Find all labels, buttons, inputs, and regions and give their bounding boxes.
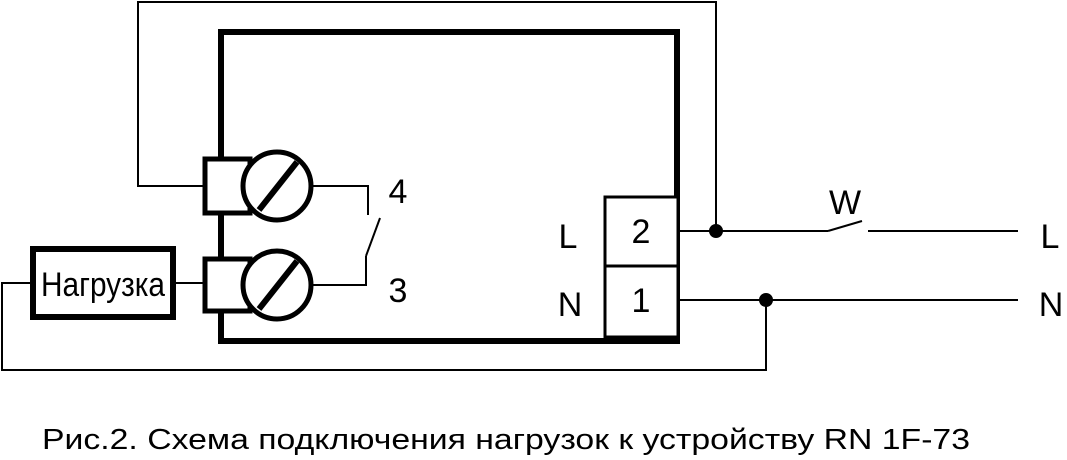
figure-caption: Рис.2. Схема подключения нагрузок к устр…: [42, 424, 970, 456]
switch-W-blade: [827, 220, 863, 232]
terminal-3-block: [202, 256, 253, 314]
outer-L-label: L: [1041, 218, 1060, 256]
inner-N-label: N: [558, 286, 583, 324]
load-box: [30, 246, 176, 320]
contact-4-label: 4: [389, 173, 408, 211]
bottom-loop-wire: [1, 282, 767, 371]
top-loop-wire: [137, 1, 717, 231]
terminal-2-label: 2: [632, 213, 651, 251]
outer-N-label: N: [1039, 286, 1064, 324]
terminal-4-screw-slot: [256, 160, 300, 212]
terminal-1-label: 1: [632, 282, 651, 320]
switch-W-label: W: [829, 184, 861, 222]
contact-4-wire: [311, 185, 369, 215]
inner-L-label: L: [559, 218, 578, 256]
contact-3-wire: [311, 256, 367, 286]
relay-contact-blade: [365, 217, 381, 257]
load-label: Нагрузка: [41, 266, 165, 304]
L-junction-dot: [709, 224, 723, 238]
contact-3-label: 3: [389, 272, 408, 310]
N-junction-dot: [759, 293, 773, 307]
terminal-1-box: [603, 264, 680, 339]
terminal-3-screw-slot: [256, 259, 300, 311]
